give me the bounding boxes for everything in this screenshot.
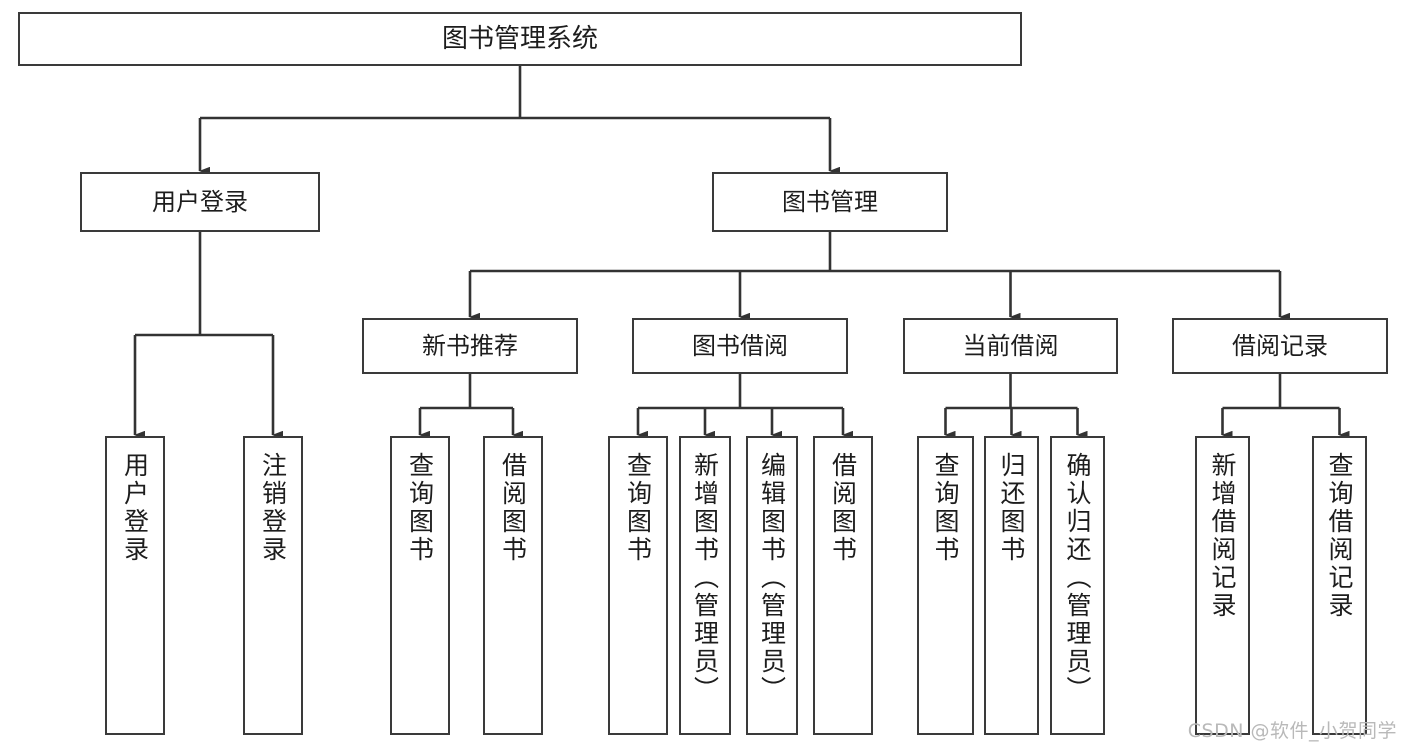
node-label-bookmgmt: 图书管理 xyxy=(782,187,878,216)
node-label-leaf-borrow-edit: 编辑图书（管理员） xyxy=(757,452,787,704)
node-borrow[interactable]: 图书借阅 xyxy=(632,318,848,374)
node-label-leaf-new-query: 查询图书 xyxy=(405,452,435,564)
node-newbook[interactable]: 新书推荐 xyxy=(362,318,578,374)
node-label-newbook: 新书推荐 xyxy=(422,331,518,360)
node-label-leaf-record-add: 新增借阅记录 xyxy=(1208,452,1237,620)
node-label-current: 当前借阅 xyxy=(962,331,1059,360)
node-leaf-current-confirm[interactable]: 确认归还（管理员） xyxy=(1050,436,1105,735)
node-leaf-current-return[interactable]: 归还图书 xyxy=(984,436,1039,735)
node-leaf-new-query[interactable]: 查询图书 xyxy=(390,436,450,735)
node-label-root: 图书管理系统 xyxy=(441,23,598,54)
node-label-leaf-borrow-lend: 借阅图书 xyxy=(828,452,858,564)
connector-paths xyxy=(133,66,1350,440)
node-login[interactable]: 用户登录 xyxy=(80,172,320,232)
node-label-borrow: 图书借阅 xyxy=(692,331,788,360)
node-leaf-borrow-query[interactable]: 查询图书 xyxy=(608,436,668,735)
node-label-login: 用户登录 xyxy=(152,187,248,216)
node-label-leaf-borrow-query: 查询图书 xyxy=(623,452,653,564)
node-leaf-borrow-edit[interactable]: 编辑图书（管理员） xyxy=(746,436,798,735)
node-leaf-user-logout[interactable]: 注销登录 xyxy=(243,436,303,735)
node-leaf-borrow-lend[interactable]: 借阅图书 xyxy=(813,436,873,735)
node-leaf-borrow-add[interactable]: 新增图书（管理员） xyxy=(679,436,731,735)
node-leaf-user-login[interactable]: 用户登录 xyxy=(105,436,165,735)
node-current[interactable]: 当前借阅 xyxy=(903,318,1118,374)
node-label-leaf-current-confirm: 确认归还（管理员） xyxy=(1063,452,1092,704)
node-bookmgmt[interactable]: 图书管理 xyxy=(712,172,948,232)
node-label-leaf-user-logout: 注销登录 xyxy=(258,452,288,564)
node-leaf-new-borrow[interactable]: 借阅图书 xyxy=(483,436,543,735)
node-label-leaf-record-query: 查询借阅记录 xyxy=(1325,452,1354,620)
node-label-leaf-current-return: 归还图书 xyxy=(997,452,1026,564)
node-label-leaf-borrow-add: 新增图书（管理员） xyxy=(690,452,720,704)
node-label-records: 借阅记录 xyxy=(1232,331,1328,360)
node-label-leaf-current-query: 查询图书 xyxy=(931,452,960,564)
node-label-leaf-user-login: 用户登录 xyxy=(120,452,150,564)
node-leaf-current-query[interactable]: 查询图书 xyxy=(917,436,974,735)
node-label-leaf-new-borrow: 借阅图书 xyxy=(498,452,528,564)
node-root[interactable]: 图书管理系统 xyxy=(18,12,1022,66)
node-records[interactable]: 借阅记录 xyxy=(1172,318,1388,374)
node-leaf-record-add[interactable]: 新增借阅记录 xyxy=(1195,436,1250,735)
node-leaf-record-query[interactable]: 查询借阅记录 xyxy=(1312,436,1367,735)
watermark: CSDN @软件_小贺同学 xyxy=(1187,720,1397,742)
